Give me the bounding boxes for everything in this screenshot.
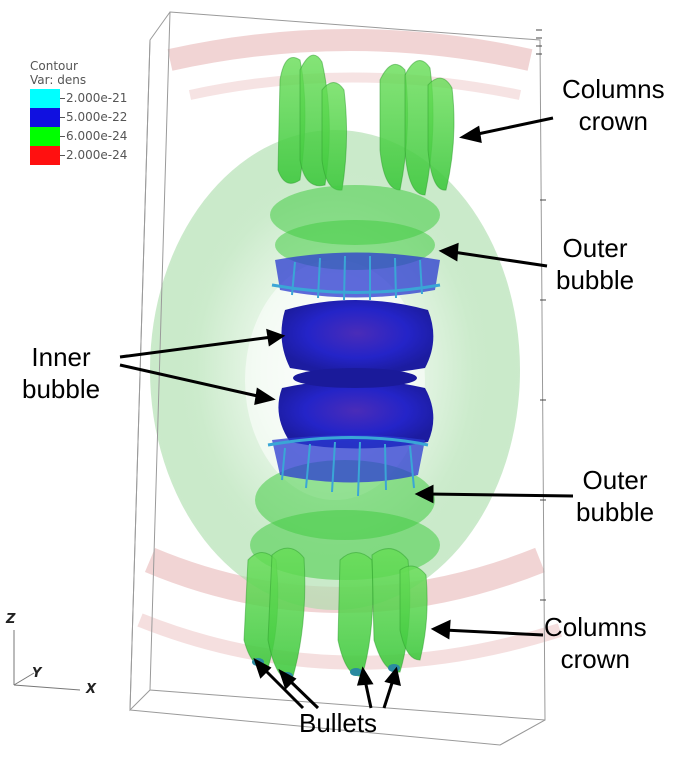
legend-title-line2: Var: dens [30, 73, 86, 87]
legend-value: 2.000e-24 [66, 148, 127, 162]
label-line: bubble [22, 373, 100, 405]
axis-triad [14, 630, 80, 690]
label-columns-crown-top: Columns crown [562, 73, 665, 137]
crown-ring-top [170, 40, 530, 95]
label-line: bubble [556, 264, 634, 296]
legend-value: 2.000e-21 [66, 91, 127, 105]
legend-title-line1: Contour [30, 59, 86, 73]
legend-swatch-cyan [30, 89, 60, 108]
filament-ring-upper [272, 253, 440, 301]
axis-label-y: Y [32, 666, 41, 681]
label-columns-crown-bottom: Columns crown [544, 611, 647, 675]
legend-value: 6.000e-24 [66, 129, 127, 143]
label-inner-bubble: Inner bubble [22, 341, 100, 405]
legend-swatch-red [30, 146, 60, 165]
legend-value: 5.000e-22 [66, 110, 127, 124]
label-line: Columns [544, 611, 647, 643]
label-line: Inner [22, 341, 100, 373]
label-bullets: Bullets [299, 707, 377, 739]
label-line: Outer [556, 232, 634, 264]
legend-entry: 5.000e-22 [30, 108, 170, 127]
legend-entry: 2.000e-21 [30, 89, 170, 108]
label-line: crown [562, 105, 665, 137]
label-outer-bubble-bottom: Outer bubble [576, 464, 654, 528]
legend-tick [60, 155, 65, 156]
label-outer-bubble-top: Outer bubble [556, 232, 634, 296]
legend-tick [60, 136, 65, 137]
label-line: crown [544, 643, 647, 675]
legend-swatch-green [30, 127, 60, 146]
legend-tick [60, 117, 65, 118]
axis-label-x: X [86, 682, 96, 697]
legend-swatch-blue [30, 108, 60, 127]
inner-bubble [278, 300, 433, 449]
axis-label-z: Z [6, 612, 15, 627]
legend-tick [60, 98, 65, 99]
legend-entry: 6.000e-24 [30, 127, 170, 146]
label-line: Columns [562, 73, 665, 105]
legend-entry: 2.000e-24 [30, 146, 170, 165]
contour-legend: Contour Var: dens 2.000e-21 5.000e-22 6.… [30, 59, 86, 87]
label-line: bubble [576, 496, 654, 528]
label-line: Outer [576, 464, 654, 496]
